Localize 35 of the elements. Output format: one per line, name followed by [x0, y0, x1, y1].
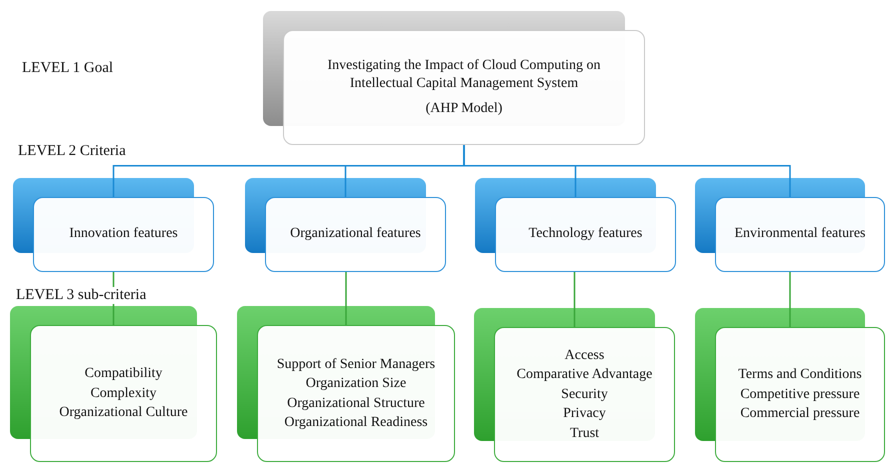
- criterion-text: Organizational Readiness: [284, 414, 428, 432]
- goal-text: (AHP Model): [426, 100, 502, 118]
- sub-criteria-box: [257, 325, 455, 462]
- connector-line: [789, 272, 791, 327]
- criterion-text: Comparative Advantage: [516, 366, 652, 384]
- connector-line: [463, 145, 791, 197]
- criteria-box: [495, 197, 676, 272]
- criterion-text: Organizational Structure: [287, 394, 425, 412]
- criterion-text: Competitive pressure: [740, 386, 860, 404]
- sub-criteria-box: [494, 327, 675, 462]
- criterion-text: Trust: [570, 424, 600, 442]
- criterion-text: Commercial pressure: [740, 405, 860, 423]
- criteria-box: [33, 197, 214, 272]
- sub-criteria-box: [715, 327, 885, 462]
- criterion-text: Privacy: [563, 405, 606, 423]
- criterion-text: Support of Senior Managers: [276, 356, 436, 373]
- goal-box: [283, 30, 645, 145]
- criterion-text: Technology features: [528, 225, 642, 244]
- criterion-text: Organizational Culture: [59, 404, 188, 422]
- criterion-text: Access: [564, 346, 604, 364]
- criterion-text: Security: [561, 386, 608, 404]
- criterion-text: Organization Size: [306, 375, 406, 392]
- sub-criteria-box: [30, 325, 217, 462]
- goal-text: Investigating the Impact of Cloud Computing on Intellectual Capital Management System: [326, 57, 602, 94]
- criterion-text: Organizational features: [290, 225, 421, 244]
- criterion-text: Environmental features: [734, 225, 866, 244]
- criterion-text: Compatibility: [84, 365, 162, 383]
- criteria-box: [265, 197, 446, 272]
- level-label: LEVEL 3 sub-criteria: [16, 287, 146, 304]
- criterion-text: Innovation features: [69, 225, 178, 244]
- criteria-box: [715, 197, 885, 272]
- connector-line: [574, 272, 576, 327]
- criterion-text: Terms and Conditions: [738, 366, 862, 384]
- connector-line: [345, 272, 347, 325]
- criterion-text: Complexity: [90, 384, 157, 402]
